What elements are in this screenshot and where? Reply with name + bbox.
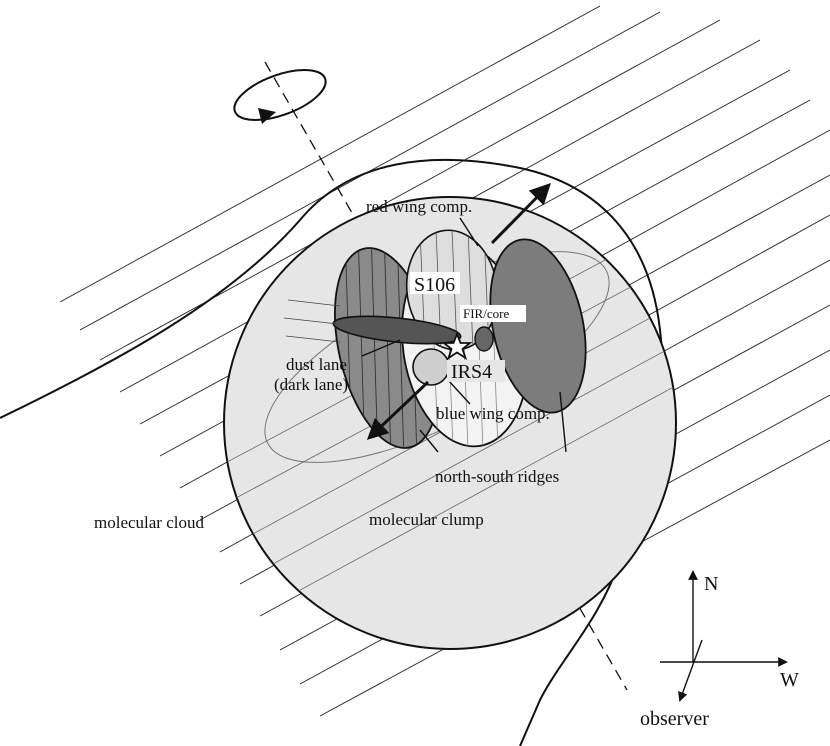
molecular-cloud-label: molecular cloud [94,513,204,532]
s106-label: S106 [414,274,455,296]
irs4-disk [412,348,450,386]
s106-label-bg [410,272,460,294]
fir-core-label-bg [460,305,526,322]
dark-lane-label: (dark lane) [274,375,348,394]
compass [660,570,788,702]
leader-lines [361,217,567,453]
molecular-clump-label: molecular clump [369,510,484,529]
dust-lane-label: dust lane [286,355,347,374]
rotation-arrow-icon [233,69,327,124]
irs4-label: IRS4 [451,361,492,383]
compass-n-label: N [704,573,718,595]
right-ridge-ellipse [489,238,587,414]
blue-outflow-arrow [366,380,430,440]
ns-ridges-label: north-south ridges [435,467,559,486]
red-outflow-arrow [490,183,551,245]
blue-wing-label: blue wing comp. [436,404,550,423]
fir-core-label: FIR/core [463,306,509,321]
observer-label: observer [640,708,709,730]
dust-lane-hatching [283,299,341,343]
irs4-label-bg [447,360,505,382]
red-wing-label: red wing comp. [366,197,472,216]
star-icon [441,331,473,361]
fir-core [474,326,494,352]
compass-w-label: W [780,669,799,691]
